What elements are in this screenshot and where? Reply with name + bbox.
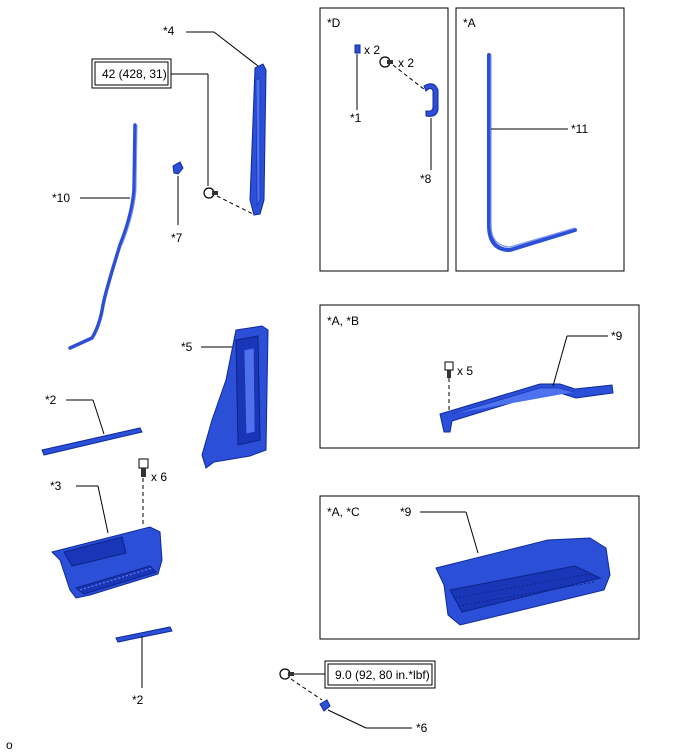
step-plate-part-9-c <box>435 537 611 626</box>
panel-ac-frame <box>319 495 640 640</box>
leader-6 <box>327 709 367 729</box>
label-part-10: *10 <box>52 191 70 205</box>
dash-6 <box>290 678 323 701</box>
grip-handle-part-8 <box>423 83 439 117</box>
panel-ab-frame <box>319 304 640 449</box>
weatherstrip-part-11 <box>487 53 577 253</box>
panel-a-frame <box>455 7 625 272</box>
torque-box-lower: 9.0 (92, 80 in.*lbf) <box>324 660 436 689</box>
pillar-trim-part-5 <box>201 325 269 469</box>
bolt-qty-d: x 2 <box>398 56 414 70</box>
torque-lower: 9.0 (92, 80 in.*lbf) <box>335 668 430 682</box>
panel-ac: *A, *C *9 <box>319 495 640 640</box>
panel-a: *A *11 <box>455 7 625 272</box>
label-part-4: *4 <box>163 24 175 38</box>
label-part-7: *7 <box>171 231 183 245</box>
bolt-icon <box>138 458 149 477</box>
leader-3 <box>97 485 109 534</box>
panel-d: *D x 2 *1 x 2 *8 <box>319 7 449 272</box>
bolt-icon <box>379 56 393 68</box>
panel-ab-title: *A, *B <box>327 314 359 328</box>
label-part-6: *6 <box>416 721 428 735</box>
strip-part-2-upper <box>41 427 143 456</box>
leader-9-c <box>465 511 479 554</box>
torque-upper: 42 (428, 31) <box>102 67 167 81</box>
panel-d-title: *D <box>327 16 341 30</box>
bolt-icon <box>279 668 294 680</box>
panel-ac-title: *A, *C <box>327 505 360 519</box>
clip-part-6 <box>319 699 331 712</box>
panel-d-frame <box>319 7 449 272</box>
bolt-icon <box>444 361 454 378</box>
panel-a-title: *A <box>463 16 476 30</box>
label-part-9-b: *9 <box>611 329 623 343</box>
footer-mark: o <box>6 738 13 752</box>
leader-4 <box>213 31 259 67</box>
label-part-3: *3 <box>50 479 62 493</box>
label-part-5: *5 <box>181 340 193 354</box>
label-part-11: *11 <box>571 122 588 136</box>
strip-part-2-lower <box>115 626 173 643</box>
torque-box-upper: 42 (428, 31) <box>91 58 172 89</box>
label-part-1: *1 <box>350 111 362 125</box>
scuff-plate-part-9-b <box>439 383 614 433</box>
clip-qty: x 2 <box>364 43 380 57</box>
clip-part-1 <box>354 44 361 54</box>
weatherstrip-part-10 <box>68 123 138 350</box>
leader-2a <box>92 399 105 435</box>
bolt-icon <box>203 187 218 199</box>
label-part-2-lower: *2 <box>132 693 144 707</box>
dash-4 <box>216 195 254 215</box>
clip-part-7 <box>172 161 184 175</box>
leader-9-b <box>552 335 568 387</box>
bolt-qty-step: x 6 <box>151 470 167 484</box>
label-part-9-c: *9 <box>400 505 412 519</box>
panel-ab: *A, *B x 5 *9 <box>319 304 640 449</box>
pillar-garnish-part-4 <box>249 63 267 216</box>
label-part-8: *8 <box>420 172 432 186</box>
step-part-3 <box>51 526 163 599</box>
label-part-2-upper: *2 <box>45 393 57 407</box>
bolt-qty-b: x 5 <box>457 364 473 378</box>
